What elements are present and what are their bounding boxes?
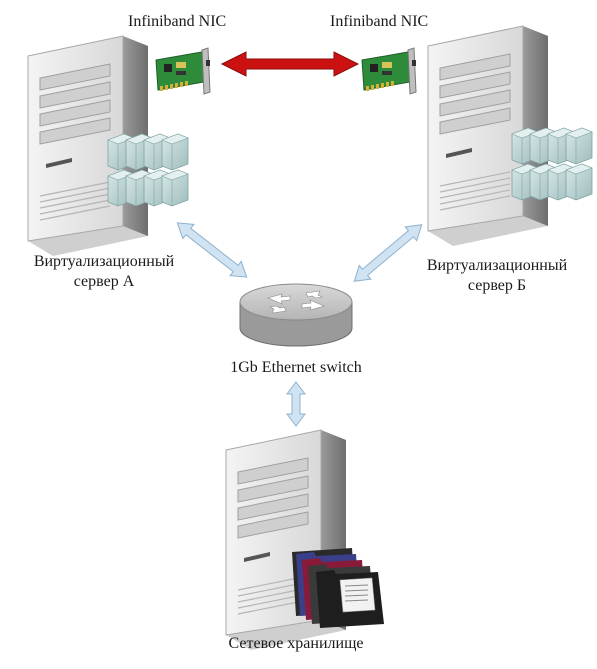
switch-label: 1Gb Ethernet switch [230,359,362,376]
server-b[interactable] [427,25,592,247]
server-b-label: Виртуализационный сервер Б [406,256,588,296]
nic-b-icon [361,47,417,95]
server-a-label-line1: Виртуализационный [33,253,175,270]
nic-a-icon [155,47,211,95]
server-b-label-line2: сервер Б [467,277,527,294]
switch-icon[interactable] [239,283,353,347]
storage[interactable] [225,429,384,651]
link-switch-storage [286,381,306,427]
link-server-b-switch [353,224,423,282]
storage-label: Сетевое хранилище [228,635,364,652]
ethernet-links [176,222,423,427]
server-b-label-line1: Виртуализационный [426,257,568,274]
nic-a-label: Infiniband NIC [128,13,227,30]
server-a-label-line2: сервер А [73,273,135,290]
infiniband-link [220,51,360,77]
link-server-a-switch [176,222,248,278]
nic-b-label: Infiniband NIC [330,13,429,30]
server-a-label: Виртуализационный сервер А [14,252,194,292]
folders-icon [292,548,384,628]
